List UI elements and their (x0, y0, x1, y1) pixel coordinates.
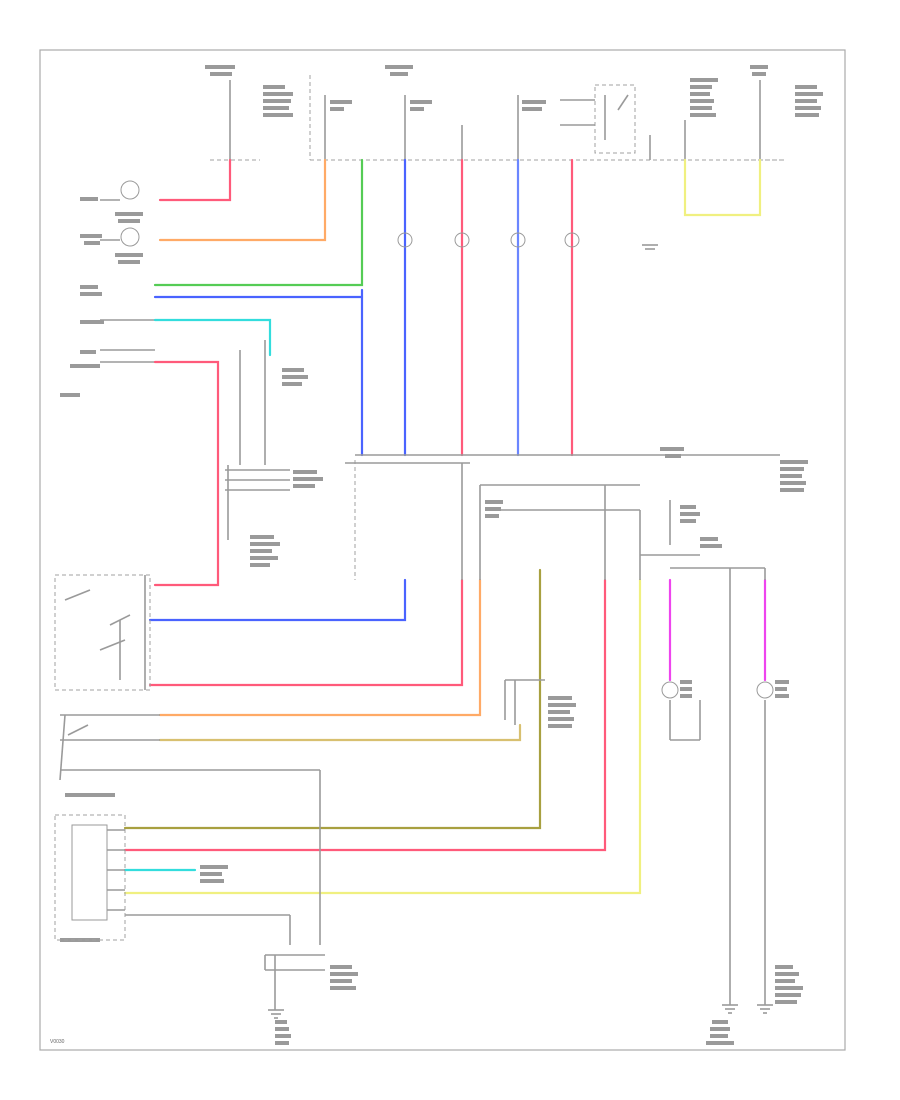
fuse-box-top (210, 75, 785, 161)
headlight-lamp-left-low-icon (397, 232, 413, 248)
wire-pnk-switch (153, 360, 220, 587)
ground-icon (268, 1009, 284, 1019)
wire-pnk-dimmer (123, 578, 607, 852)
wire-org-top-left (158, 158, 327, 242)
wire-yel-dimmer (123, 578, 642, 895)
wire-ltgrn-left (153, 318, 272, 357)
wire-yel-top-right (683, 158, 762, 217)
ground-symbols (268, 244, 773, 1019)
headlight-switch (54, 574, 160, 781)
wire-blu-switch (148, 578, 407, 622)
left-input-wires (100, 180, 160, 363)
wire-tan-switch (158, 723, 522, 742)
wire-org-switch (158, 578, 482, 717)
wire-pnk-top-left (158, 158, 232, 202)
lamp-icons (397, 232, 774, 699)
ground-icon (642, 244, 658, 250)
diagram-frame (39, 49, 846, 1051)
dimmer-switch (54, 814, 126, 941)
diagram-code: V0030 (50, 1039, 65, 1045)
label-blocks (60, 65, 823, 1045)
top-fuse-feeds (229, 80, 761, 160)
indicator-lamp-right-icon (756, 681, 774, 699)
headlight-lamp-left-high-icon (454, 232, 470, 248)
headlight-lamp-right-high-icon (564, 232, 580, 248)
headlight-relay-top (560, 84, 636, 154)
ground-icon (722, 1004, 738, 1014)
ground-and-black-wires (60, 340, 780, 1010)
wire-harness (123, 158, 767, 895)
wire-olive-dimmer (123, 568, 542, 830)
ground-icon (757, 1004, 773, 1014)
wire-pnk-switch-hi (148, 578, 464, 687)
indicator-lamp-left-icon (661, 681, 679, 699)
wire-grn-left (153, 158, 364, 287)
headlight-lamp-right-low-icon (510, 232, 526, 248)
